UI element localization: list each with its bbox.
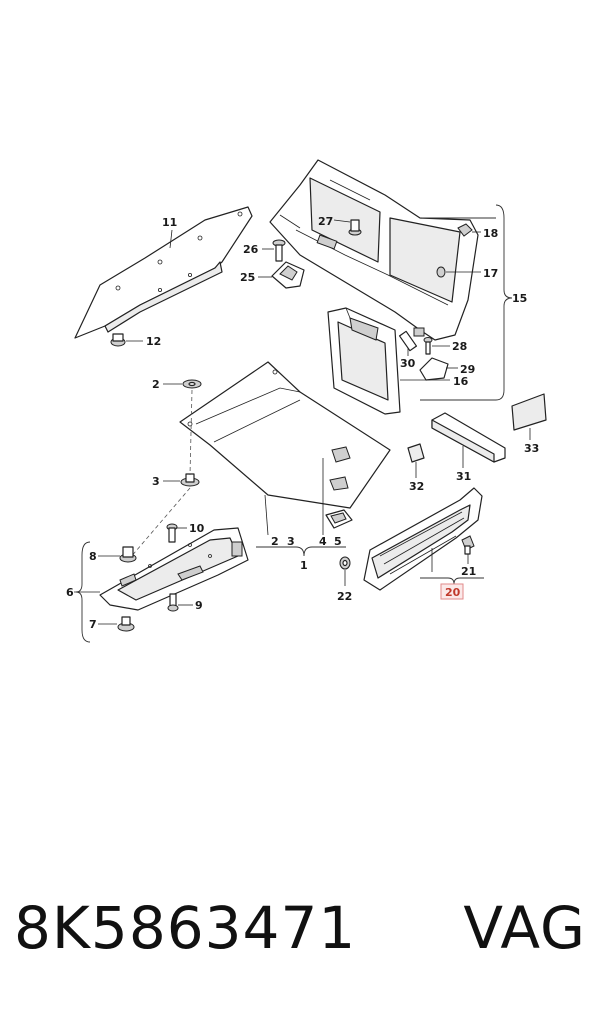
label-31: 31 <box>456 470 471 483</box>
label-29: 29 <box>460 363 475 376</box>
label-3-floor: 3 <box>287 535 295 548</box>
label-21: 21 <box>461 565 476 578</box>
clip-part-12 <box>110 333 143 347</box>
label-2: 2 <box>152 378 160 391</box>
label-5: 5 <box>334 535 342 548</box>
foam-block-part-31 <box>431 412 506 468</box>
label-22: 22 <box>337 590 352 603</box>
bracket-part-25 <box>258 261 305 289</box>
fastener-part-27 <box>333 219 362 236</box>
clip-part-18 <box>457 223 481 237</box>
label-9: 9 <box>195 599 203 612</box>
pad-part-33 <box>511 393 547 440</box>
plug-part-17 <box>436 266 481 278</box>
label-6: 6 <box>66 586 74 599</box>
label-3: 3 <box>152 475 160 488</box>
pad-part-32 <box>407 443 425 478</box>
label-32: 32 <box>409 480 424 493</box>
label-18: 18 <box>483 227 498 240</box>
label-4: 4 <box>319 535 327 548</box>
label-27: 27 <box>318 215 333 228</box>
label-20: 20 <box>445 586 461 599</box>
brand-name: VAG <box>463 894 586 962</box>
label-28: 28 <box>452 340 467 353</box>
label-11: 11 <box>162 216 177 229</box>
load-sill-trim-part-20 <box>363 487 484 591</box>
floor-cover-part-1 <box>179 361 391 557</box>
bolt-part-9 <box>167 593 193 612</box>
label-10: 10 <box>189 522 205 535</box>
pin-part-30 <box>398 327 425 356</box>
label-16: 16 <box>453 375 469 388</box>
side-trim-panel-part-15 <box>269 159 513 401</box>
highlight-box-part-20 <box>440 583 464 600</box>
bolt-part-10 <box>166 523 187 543</box>
handle-part-5 <box>325 509 353 529</box>
screw-part-28 <box>423 337 450 355</box>
clip-part-21 <box>461 535 475 564</box>
label-30: 30 <box>400 357 416 370</box>
screw-part-26 <box>262 239 286 262</box>
nut-part-8 <box>98 546 137 563</box>
washer-part-2 <box>163 379 202 389</box>
label-1: 1 <box>300 559 308 572</box>
label-25: 25 <box>240 271 255 284</box>
label-17: 17 <box>483 267 498 280</box>
bracket-part-29 <box>419 357 458 381</box>
label-7: 7 <box>89 618 97 631</box>
washer-part-7 <box>98 616 135 632</box>
nut-part-22 <box>339 556 351 586</box>
parcel-shelf-part-11 <box>74 206 253 339</box>
footer: 8K5863471 VAG <box>0 880 600 990</box>
label-15: 15 <box>512 292 527 305</box>
label-12: 12 <box>146 335 161 348</box>
label-8: 8 <box>89 550 97 563</box>
label-26: 26 <box>243 243 259 256</box>
label-2-floor: 2 <box>271 535 279 548</box>
part-number: 8K5863471 <box>14 894 357 962</box>
label-33: 33 <box>524 442 539 455</box>
housing-frame-part-16 <box>327 307 450 415</box>
floor-bracket-part-6 <box>74 527 249 643</box>
fastener-part-3 <box>163 473 200 487</box>
